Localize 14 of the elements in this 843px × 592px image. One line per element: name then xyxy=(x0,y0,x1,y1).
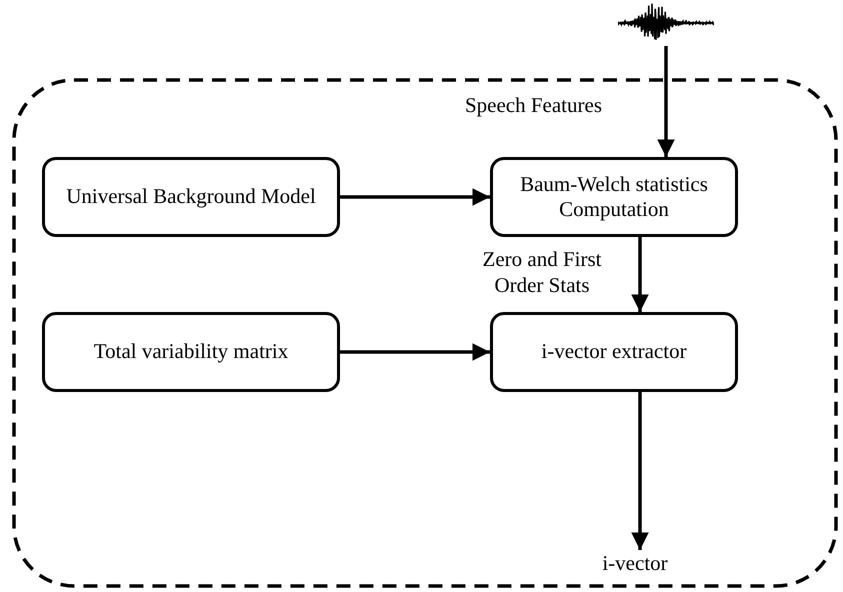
box-label: i-vector extractor xyxy=(541,339,687,365)
box-label: Baum-Welch statistics Computation xyxy=(519,172,709,222)
arrow xyxy=(631,392,649,550)
box-label: Universal Background Model xyxy=(66,184,316,210)
output-label: i-vector xyxy=(602,551,668,577)
arrow xyxy=(631,237,649,312)
process-box xyxy=(42,312,340,392)
process-box xyxy=(490,157,738,237)
process-box xyxy=(490,312,738,392)
box-label: Total variability matrix xyxy=(94,339,288,365)
arrow xyxy=(340,343,490,361)
process-box xyxy=(42,157,340,237)
arrow xyxy=(657,46,675,157)
arrow xyxy=(340,188,490,206)
